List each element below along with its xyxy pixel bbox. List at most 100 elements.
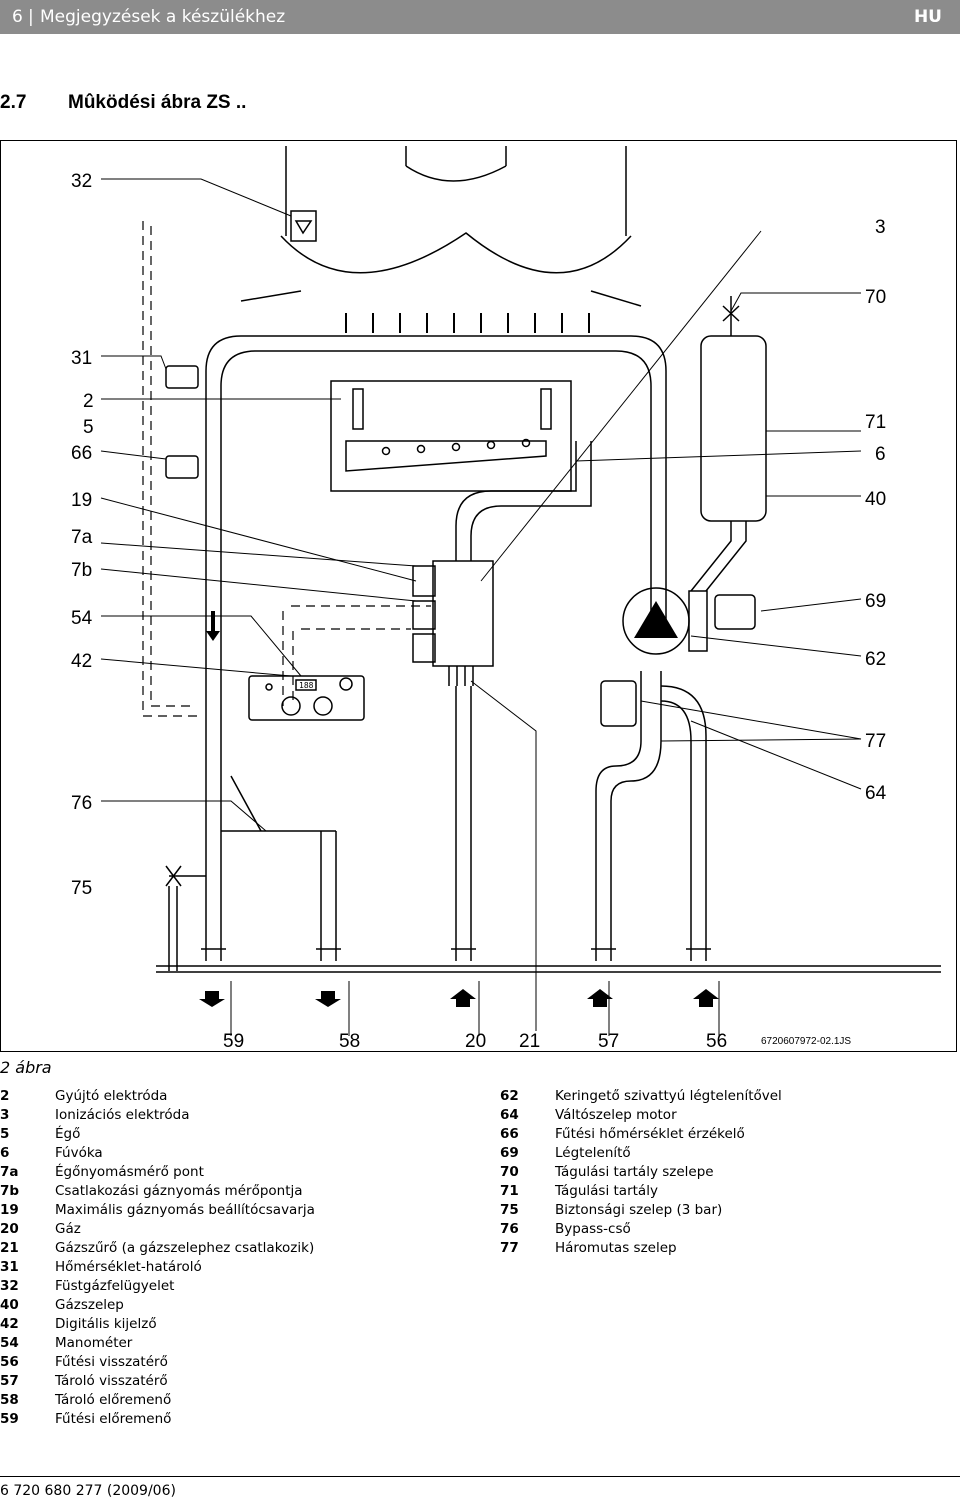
legend-key: 7b (0, 1183, 20, 1199)
callout-21: 21 (519, 1031, 540, 1051)
page-footer: 6 720 680 277 (2009/06) (0, 1476, 960, 1502)
legend-text: Maximális gáznyomás beállítócsavarja (55, 1202, 315, 1218)
legend-text: Digitális kijelző (55, 1316, 157, 1332)
callout-54: 54 (71, 608, 93, 629)
arrow-up-20 (450, 989, 476, 1007)
legend-text: Tároló visszatérő (55, 1373, 168, 1389)
legend-key: 75 (500, 1202, 519, 1218)
arrow-down-59 (199, 991, 225, 1007)
callout-71: 71 (865, 412, 886, 433)
callout-20: 20 (465, 1031, 486, 1051)
arrow-up-56 (693, 989, 719, 1007)
section-number: 2.7 (0, 92, 27, 113)
legend-key: 6 (0, 1145, 10, 1161)
legend-key: 21 (0, 1240, 19, 1256)
legend-key: 59 (0, 1411, 19, 1427)
figure-code: 6720607972-02.1JS (761, 1036, 851, 1047)
legend-text: Ionizációs elektróda (55, 1107, 190, 1123)
pump-triangle (634, 601, 678, 638)
callout-7a: 7a (71, 527, 93, 548)
legend-text: Gázszűrő (a gázszelephez csatlakozik) (55, 1240, 315, 1256)
callout-62: 62 (865, 649, 886, 670)
legend-text: Gáz (55, 1221, 81, 1237)
callout-3: 3 (875, 217, 886, 238)
legend-text: Háromutas szelep (555, 1240, 677, 1256)
legend-key: 31 (0, 1259, 19, 1275)
legend-text: Tágulási tartály szelepe (555, 1164, 714, 1180)
figure-caption: 2 ábra (0, 1058, 52, 1077)
legend-key: 20 (0, 1221, 19, 1237)
page-header: 6 | Megjegyzések a készülékhez HU (0, 0, 960, 34)
diagram-svg: 188 32 31 2 5 66 19 7a 7b 54 42 76 75 3 … (71, 146, 941, 1051)
callout-6: 6 (875, 444, 886, 465)
legend-text: Fúvóka (55, 1145, 103, 1161)
legend-text: Füstgázfelügyelet (55, 1278, 175, 1294)
callout-56: 56 (706, 1031, 727, 1051)
arrow-down-58 (315, 991, 341, 1007)
legend-text: Fűtési hőmérséklet érzékelő (555, 1126, 745, 1142)
legend-text: Égőnyomásmérő pont (55, 1164, 204, 1180)
legend-key: 77 (500, 1240, 519, 1256)
legend-text: Keringető szivattyú légtelenítővel (555, 1088, 782, 1104)
legend-key: 7a (0, 1164, 19, 1180)
legend-key: 5 (0, 1126, 10, 1142)
callout-31: 31 (71, 348, 92, 369)
callout-7b: 7b (71, 560, 92, 581)
page-number: 6 (12, 7, 23, 27)
legend-key: 54 (0, 1335, 19, 1351)
legend-text: Hőmérséklet-határoló (55, 1259, 202, 1275)
legend-text: Fűtési előremenő (55, 1411, 172, 1427)
legend-key: 2 (0, 1088, 10, 1104)
legend-text: Égő (55, 1126, 81, 1142)
callout-58: 58 (339, 1031, 360, 1051)
display-value: 188 (299, 681, 314, 690)
arrow-up-57 (587, 989, 613, 1007)
callout-19: 19 (71, 490, 92, 511)
legend-key: 42 (0, 1316, 19, 1332)
legend-key: 57 (0, 1373, 19, 1389)
legend-key: 69 (500, 1145, 519, 1161)
callout-32: 32 (71, 171, 92, 192)
legend-key: 40 (0, 1297, 19, 1313)
callout-2: 2 (83, 391, 94, 412)
callout-70: 70 (865, 287, 886, 308)
legend-text: Biztonsági szelep (3 bar) (555, 1202, 723, 1218)
legend-key: 64 (500, 1107, 519, 1123)
legend-key: 76 (500, 1221, 519, 1237)
language-code: HU (913, 7, 942, 27)
callout-64: 64 (865, 783, 887, 804)
legend-text: Fűtési visszatérő (55, 1354, 168, 1370)
legend-key: 71 (500, 1183, 519, 1199)
legend-key: 70 (500, 1164, 519, 1180)
callout-75: 75 (71, 878, 92, 899)
legend-text: Manométer (55, 1335, 133, 1351)
legend-text: Tágulási tartály (555, 1183, 658, 1199)
section-title: Mûködési ábra ZS .. (68, 92, 247, 113)
callout-77: 77 (865, 731, 886, 752)
callout-5: 5 (83, 417, 94, 438)
legend-text: Tároló előremenő (55, 1392, 172, 1408)
functional-diagram: 188 32 31 2 5 66 19 7a 7b 54 42 76 75 3 … (0, 140, 957, 1052)
legend-text: Bypass-cső (555, 1221, 631, 1237)
legend-key: 3 (0, 1107, 10, 1123)
arrow-down-left (206, 611, 220, 641)
legend-key: 32 (0, 1278, 19, 1294)
header-title: Megjegyzések a készülékhez (40, 7, 286, 27)
legend-key: 58 (0, 1392, 19, 1408)
callout-66: 66 (71, 443, 92, 464)
legend-key: 19 (0, 1202, 19, 1218)
callout-76: 76 (71, 793, 92, 814)
callout-59: 59 (223, 1031, 244, 1051)
legend-text: Váltószelep motor (555, 1107, 677, 1123)
legend-key: 56 (0, 1354, 19, 1370)
callout-40: 40 (865, 489, 886, 510)
header-separator: | (28, 7, 34, 27)
callout-42: 42 (71, 651, 92, 672)
callout-57: 57 (598, 1031, 619, 1051)
legend-text: Gyújtó elektróda (55, 1088, 168, 1104)
doc-code: 6 720 680 277 (2009/06) (0, 1483, 176, 1499)
legend-text: Gázszelep (55, 1297, 124, 1313)
legend-text: Légtelenítő (555, 1145, 631, 1161)
callout-69: 69 (865, 591, 886, 612)
legend-key: 66 (500, 1126, 519, 1142)
